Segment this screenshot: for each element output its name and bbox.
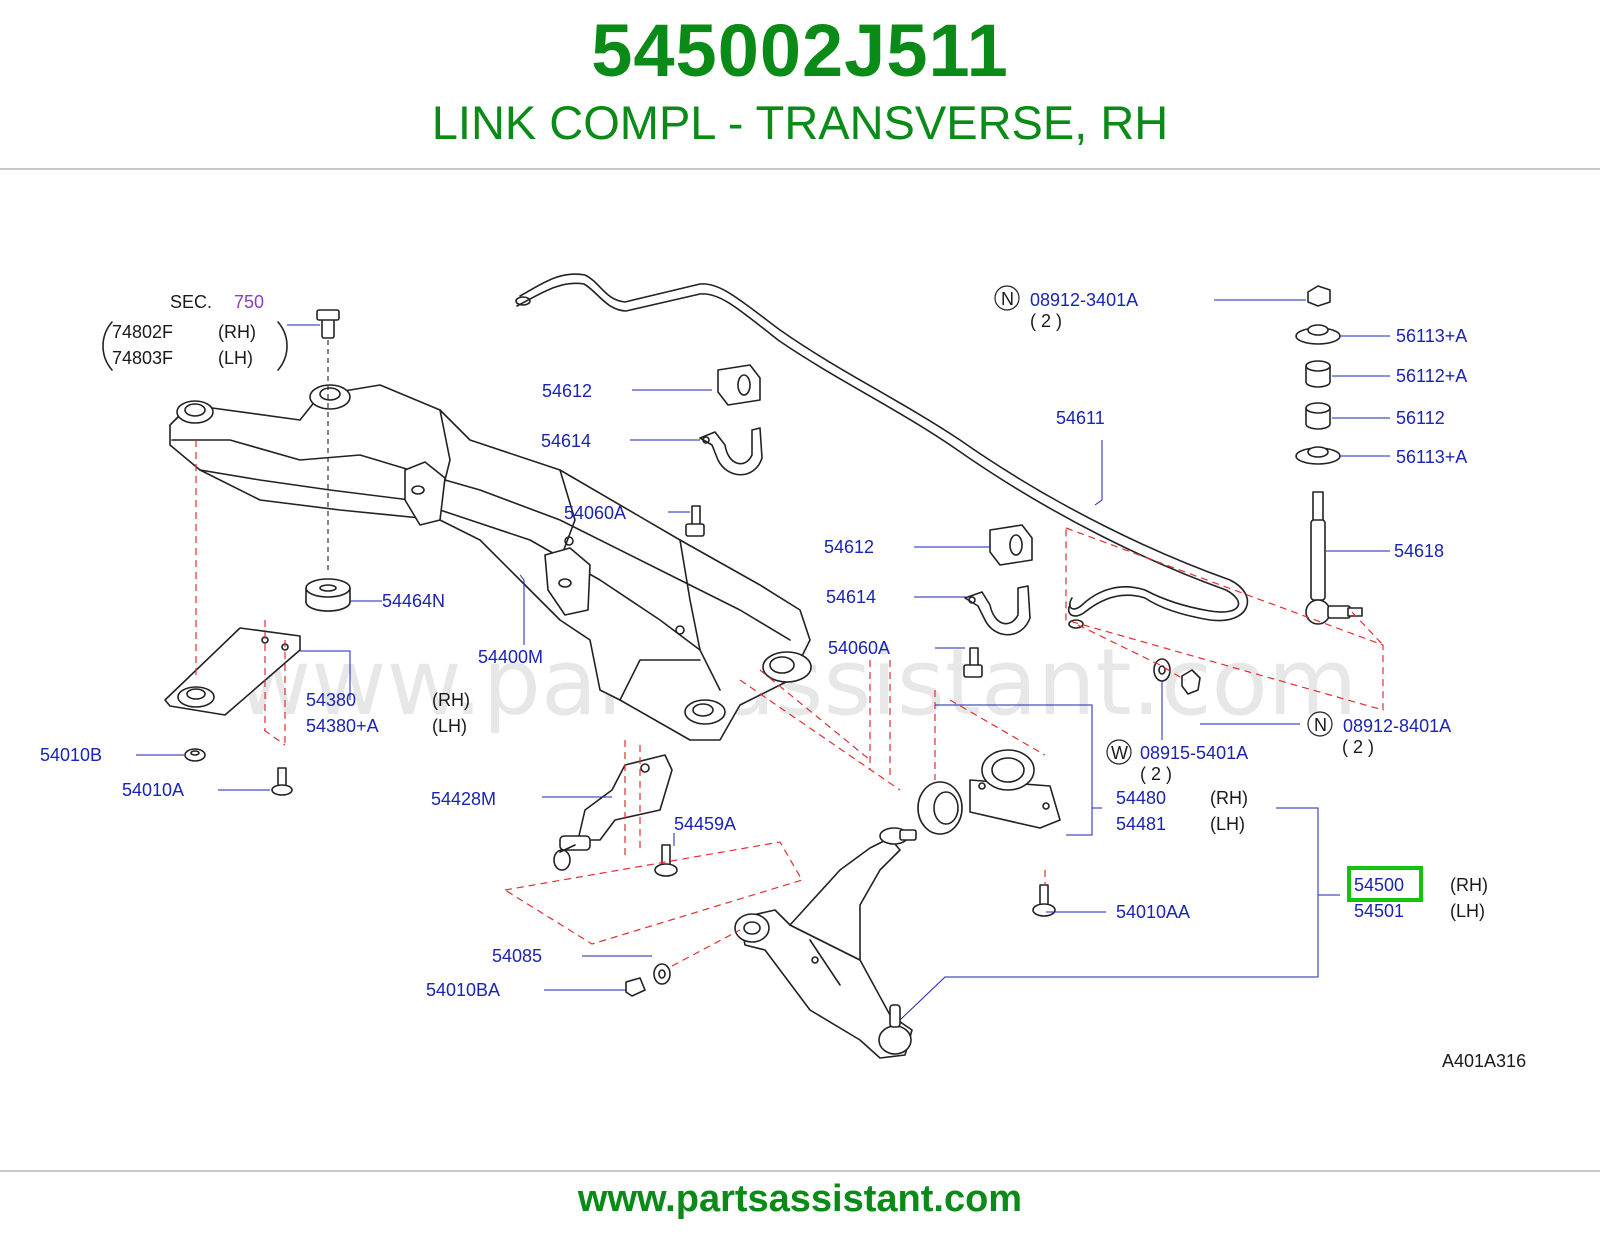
nut-08912-8401A-drawing [1181, 669, 1201, 695]
diagram-code: A401A316 [1442, 1051, 1526, 1071]
part-number-title: 545002J511 [591, 9, 1009, 92]
front-bracket-54428M-drawing [553, 754, 673, 871]
label-54501[interactable]: 54501 [1354, 901, 1404, 921]
sec-number-link[interactable]: 750 [234, 292, 264, 312]
stabilizer-bushing-54612-lower-drawing [989, 524, 1033, 566]
label-54060A-upper[interactable]: 54060A [564, 503, 626, 523]
label-54612-lower[interactable]: 54612 [824, 537, 874, 557]
label-54380A[interactable]: 54380+A [306, 716, 379, 736]
washer-56113A-upper-drawing [1295, 324, 1341, 345]
label-54010B[interactable]: 54010B [40, 745, 102, 765]
label-54085[interactable]: 54085 [492, 946, 542, 966]
suspension-crossmember-drawing [169, 384, 812, 741]
page-header: 545002J511 LINK COMPL - TRANSVERSE, RH [0, 0, 1600, 170]
nut-54010B-drawing [184, 748, 206, 762]
nut-54010BA-drawing [625, 977, 646, 997]
bolt-54010AA-drawing [1032, 884, 1056, 917]
label-54500-side: (RH) [1450, 875, 1488, 895]
w-circle-icon [1106, 739, 1132, 765]
label-54611[interactable]: 54611 [1056, 408, 1105, 428]
bolt-54060A-lower-drawing [963, 647, 983, 678]
n-circle-icon [994, 285, 1020, 311]
label-54060A-lower[interactable]: 54060A [828, 638, 890, 658]
label-54480-side: (RH) [1210, 788, 1248, 808]
header-divider [0, 168, 1600, 170]
label-54459A[interactable]: 54459A [674, 814, 736, 834]
label-74803F-side: (LH) [218, 348, 253, 368]
stabilizer-bushing-54612-upper-drawing [717, 364, 761, 406]
w-circle-letter: W [1111, 743, 1128, 763]
bolt-54060A-upper-drawing [685, 505, 705, 537]
sec-label: SEC. [170, 292, 212, 312]
label-08912-3401A[interactable]: 08912-3401A [1030, 290, 1138, 310]
part-labels: SEC. 750 74802F (RH) 74803F (LH) 54612 5… [40, 285, 1526, 1071]
mount-bolt-drawing [316, 309, 340, 570]
label-54500-selected[interactable]: 54500 [1354, 875, 1404, 895]
bushing-56112-drawing [1305, 402, 1331, 430]
transverse-link-54500-drawing [734, 827, 917, 1059]
label-56113A-lower[interactable]: 56113+A [1396, 447, 1467, 467]
label-56112[interactable]: 56112 [1396, 408, 1445, 428]
stabilizer-link-54618-drawing [1305, 491, 1363, 625]
label-54481[interactable]: 54481 [1116, 814, 1166, 834]
bolt-54459A-drawing [654, 844, 678, 877]
footer-site-link[interactable]: www.partsassistant.com [577, 1178, 1023, 1220]
label-54464N[interactable]: 54464N [382, 591, 445, 611]
label-54618[interactable]: 54618 [1394, 541, 1444, 561]
nut-08912-3401A-drawing [1307, 285, 1331, 307]
label-74803F[interactable]: 74803F [112, 348, 173, 368]
label-54428M[interactable]: 54428M [431, 789, 496, 809]
label-54380-side: (RH) [432, 690, 470, 710]
n-circle-letter: N [1001, 289, 1014, 309]
stabilizer-clamp-54614-upper-drawing [699, 427, 763, 476]
label-54614-upper[interactable]: 54614 [541, 431, 591, 451]
leader-lines [136, 299, 1390, 1021]
label-08912-8401A[interactable]: 08912-8401A [1343, 716, 1451, 736]
label-54481-side: (LH) [1210, 814, 1245, 834]
n-circle-icon-lower [1307, 711, 1333, 737]
crossmember-bracket-54380-drawing [164, 627, 301, 716]
part-description-subtitle: LINK COMPL - TRANSVERSE, RH [431, 96, 1169, 149]
lower-arm-bushing-54480-drawing [917, 749, 1061, 835]
label-74802F-side: (RH) [218, 322, 256, 342]
label-54010A[interactable]: 54010A [122, 780, 184, 800]
label-08915-5401A-qty: ( 2 ) [1140, 764, 1172, 784]
label-08915-5401A[interactable]: 08915-5401A [1140, 743, 1248, 763]
assembly-guide-lines [195, 440, 1384, 967]
label-54010AA[interactable]: 54010AA [1116, 902, 1190, 922]
label-54480[interactable]: 54480 [1116, 788, 1166, 808]
n-circle-letter-lower: N [1314, 715, 1327, 735]
stabilizer-clamp-54614-lower-drawing [964, 585, 1031, 636]
stabilizer-bar-drawing [515, 273, 1249, 629]
label-54501-side: (LH) [1450, 901, 1485, 921]
washer-54085-drawing [653, 963, 671, 985]
footer-divider [0, 1170, 1600, 1172]
bushing-56112A-drawing [1305, 360, 1331, 388]
label-54612-upper[interactable]: 54612 [542, 381, 592, 401]
label-08912-8401A-qty: ( 2 ) [1342, 737, 1374, 757]
label-74802F[interactable]: 74802F [112, 322, 173, 342]
bolt-54010A-drawing [271, 767, 293, 796]
label-54380A-side: (LH) [432, 716, 467, 736]
washer-56113A-lower-drawing [1295, 446, 1341, 465]
label-54010BA[interactable]: 54010BA [426, 980, 500, 1000]
label-54400M[interactable]: 54400M [478, 647, 543, 667]
label-56113A-upper[interactable]: 56113+A [1396, 326, 1467, 346]
label-08912-3401A-qty: ( 2 ) [1030, 311, 1062, 331]
selected-part-highlight [1347, 866, 1423, 902]
label-54380[interactable]: 54380 [306, 690, 356, 710]
label-56112A[interactable]: 56112+A [1396, 366, 1467, 386]
mount-insulator-54464N-drawing [305, 578, 351, 612]
label-54614-lower[interactable]: 54614 [826, 587, 876, 607]
